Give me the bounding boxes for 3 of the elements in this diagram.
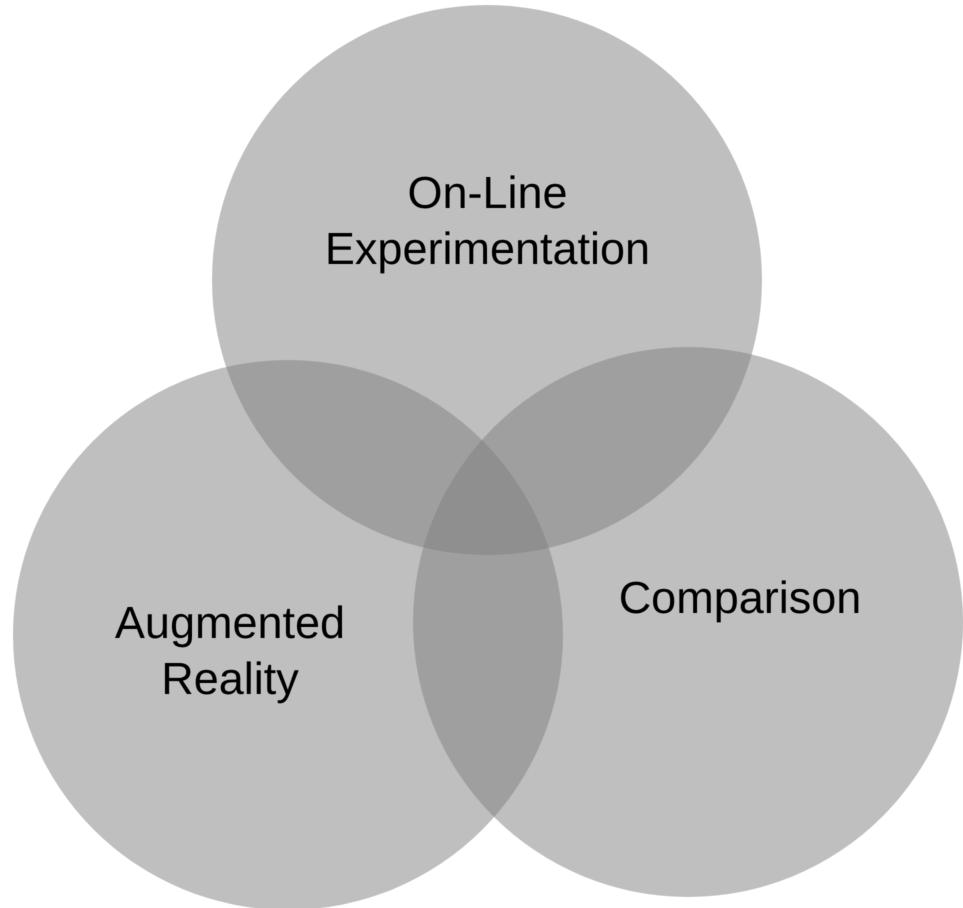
circle-label: Augmented Reality	[114, 596, 346, 706]
circle-label: On-Line Experimentation	[324, 166, 652, 276]
circle-label: Comparison	[618, 571, 862, 625]
